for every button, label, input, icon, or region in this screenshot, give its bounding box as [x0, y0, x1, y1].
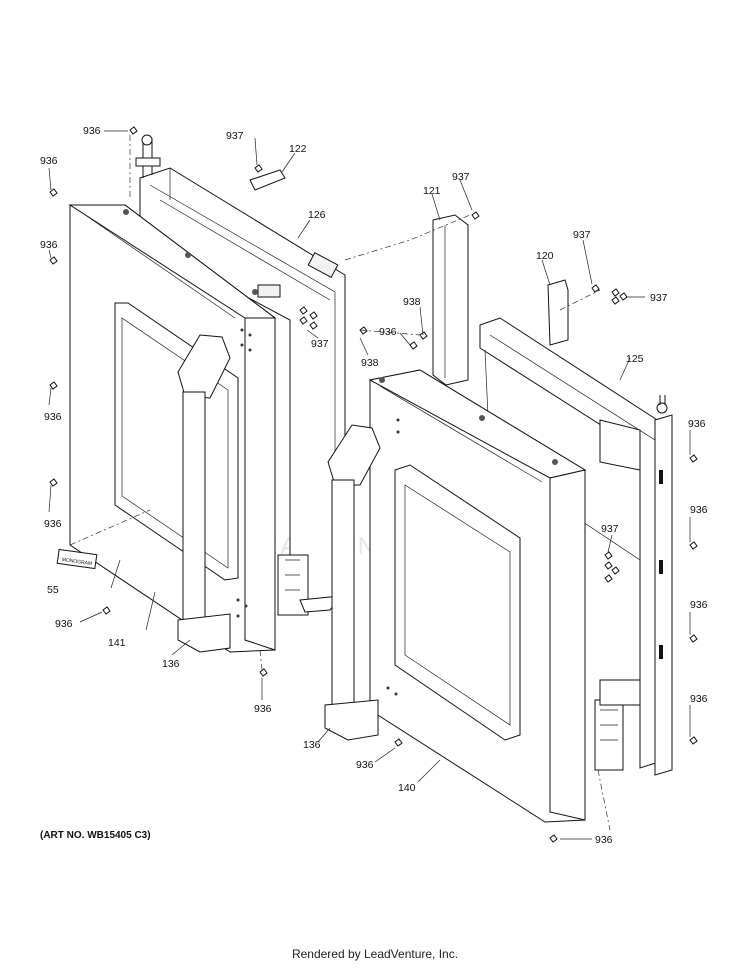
callout-140: 140 [398, 782, 416, 794]
callout-937-d: 937 [650, 292, 668, 304]
callout-937-c: 937 [573, 229, 591, 241]
callout-120: 120 [536, 250, 554, 262]
callout-937-f: 937 [601, 523, 619, 535]
callout-936-right-mid: 936 [356, 759, 374, 771]
callout-936-right-4: 936 [690, 693, 708, 705]
callout-936-left-4: 936 [44, 518, 62, 530]
callout-136-left: 136 [162, 658, 180, 670]
right-channel-121 [432, 214, 469, 386]
callout-936-top: 936 [83, 125, 101, 137]
callout-936-bottom: 936 [595, 834, 613, 846]
callout-936-right-1: 936 [688, 418, 706, 430]
right-channel-120 [547, 279, 569, 346]
callout-125: 125 [626, 353, 644, 365]
right-hinge-bar [654, 414, 673, 776]
leader-lines [48, 130, 691, 840]
callout-936-left-3: 936 [44, 411, 62, 423]
callout-136-right: 136 [303, 739, 321, 751]
screw-icons [49, 126, 698, 843]
right-door-assembly [324, 214, 673, 823]
callout-938-b: 938 [361, 357, 379, 369]
alignment-lines [69, 135, 611, 831]
right-door-handle-136 [324, 424, 381, 741]
badge-lettering: MONOGRAM [61, 557, 92, 567]
render-credit: Rendered by LeadVenture, Inc. [291, 947, 459, 961]
callout-labels: 936 936 936 936 936 936 936 936 936 936 … [40, 125, 708, 846]
callout-937-e: 937 [311, 338, 329, 350]
badge-55 [56, 548, 98, 570]
art-number: (ART NO. WB15405 C3) [40, 830, 151, 841]
callout-122: 122 [289, 143, 307, 155]
left-door-handle-136 [177, 334, 231, 653]
callout-937-a: 937 [226, 130, 244, 142]
callout-936-right-2: 936 [690, 504, 708, 516]
callout-141: 141 [108, 637, 126, 649]
callout-936-left-2: 936 [40, 239, 58, 251]
callout-121: 121 [423, 185, 441, 197]
callout-936-right-center: 936 [379, 326, 397, 338]
callout-938-a: 938 [403, 296, 421, 308]
callout-55: 55 [47, 584, 59, 596]
callout-936-left-center: 936 [254, 703, 272, 715]
callout-936-right-3: 936 [690, 599, 708, 611]
callout-936-left-1: 936 [40, 155, 58, 167]
left-door-assembly: MONOGRAM [56, 134, 346, 653]
callout-936-left-bottom: 936 [55, 618, 73, 630]
right-door-window [394, 464, 521, 741]
callout-937-b: 937 [452, 171, 470, 183]
callout-126: 126 [308, 209, 326, 221]
